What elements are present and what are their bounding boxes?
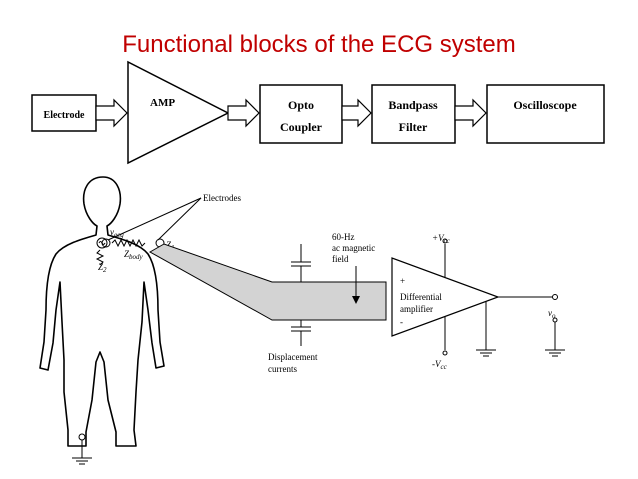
diff-amp-label-line1: Differential <box>400 292 442 302</box>
z-body-label: Zbody <box>124 249 144 261</box>
field-label-line1: 60-Hz <box>332 232 355 242</box>
block-diagram: Electrode AMP Opto Coupler Bandpass Filt… <box>31 60 605 165</box>
electrode-label: Electrode <box>44 110 85 121</box>
vo-label: vo <box>548 308 556 320</box>
opto-label-line1: Opto <box>288 98 314 112</box>
slide-title: Functional blocks of the ECG system <box>122 31 516 58</box>
minus-vcc-label: -Vcc <box>432 359 448 371</box>
electrodes-label: Electrodes <box>203 193 241 203</box>
bandpass-label-line1: Bandpass <box>388 98 438 112</box>
plus-vcc-label: +Vcc <box>432 233 451 245</box>
output-ground-terminal <box>552 317 558 323</box>
displacement-label-line1: Displacement <box>268 352 318 362</box>
amp-label: AMP <box>150 97 175 109</box>
z-body-resistor <box>111 238 146 248</box>
electrodes-pointer-left <box>157 197 202 241</box>
bandpass-label-line2: Filter <box>399 120 428 134</box>
arrow-bandpass-to-oscilloscope <box>454 98 487 128</box>
electrodes-pointer-right <box>107 197 202 241</box>
human-body-outline <box>39 176 165 447</box>
ecg-source-icon <box>96 237 108 249</box>
arrow-electrode-to-amp <box>95 98 128 128</box>
field-arrow-head-icon <box>352 296 360 304</box>
arrow-amp-to-opto <box>227 98 260 128</box>
negative-supply-terminal <box>442 350 448 356</box>
field-label-line3: field <box>332 254 349 264</box>
opto-label-line2: Coupler <box>280 120 323 134</box>
oscilloscope-label: Oscilloscope <box>513 98 577 112</box>
positive-supply-terminal <box>442 238 448 244</box>
z2-label: Z2 <box>98 262 107 274</box>
field-label-line2: ac magnetic <box>332 243 375 253</box>
amp-block <box>127 60 230 165</box>
differential-amplifier <box>391 257 500 337</box>
displacement-label-line2: currents <box>268 364 297 374</box>
v-ecg-label: vecg <box>110 227 124 239</box>
amp-minus-sign: - <box>400 317 403 327</box>
output-terminal <box>552 294 558 300</box>
opto-coupler-block <box>259 84 343 144</box>
ecg-interference-figure: Electrodes vecg Zbody Z1 Z2 60-Hz ac mag… <box>39 176 565 465</box>
lead-wire-bundle <box>148 243 387 321</box>
z2-resistor <box>95 249 105 266</box>
bandpass-filter-block <box>371 84 456 144</box>
oscilloscope-block <box>486 84 605 144</box>
arrow-opto-to-bandpass <box>341 98 372 128</box>
ecg-source-wave-icon <box>98 241 106 245</box>
electrode-block <box>31 94 97 132</box>
amp-plus-sign: + <box>400 276 405 286</box>
diff-amp-label-line2: amplifier <box>400 304 433 314</box>
